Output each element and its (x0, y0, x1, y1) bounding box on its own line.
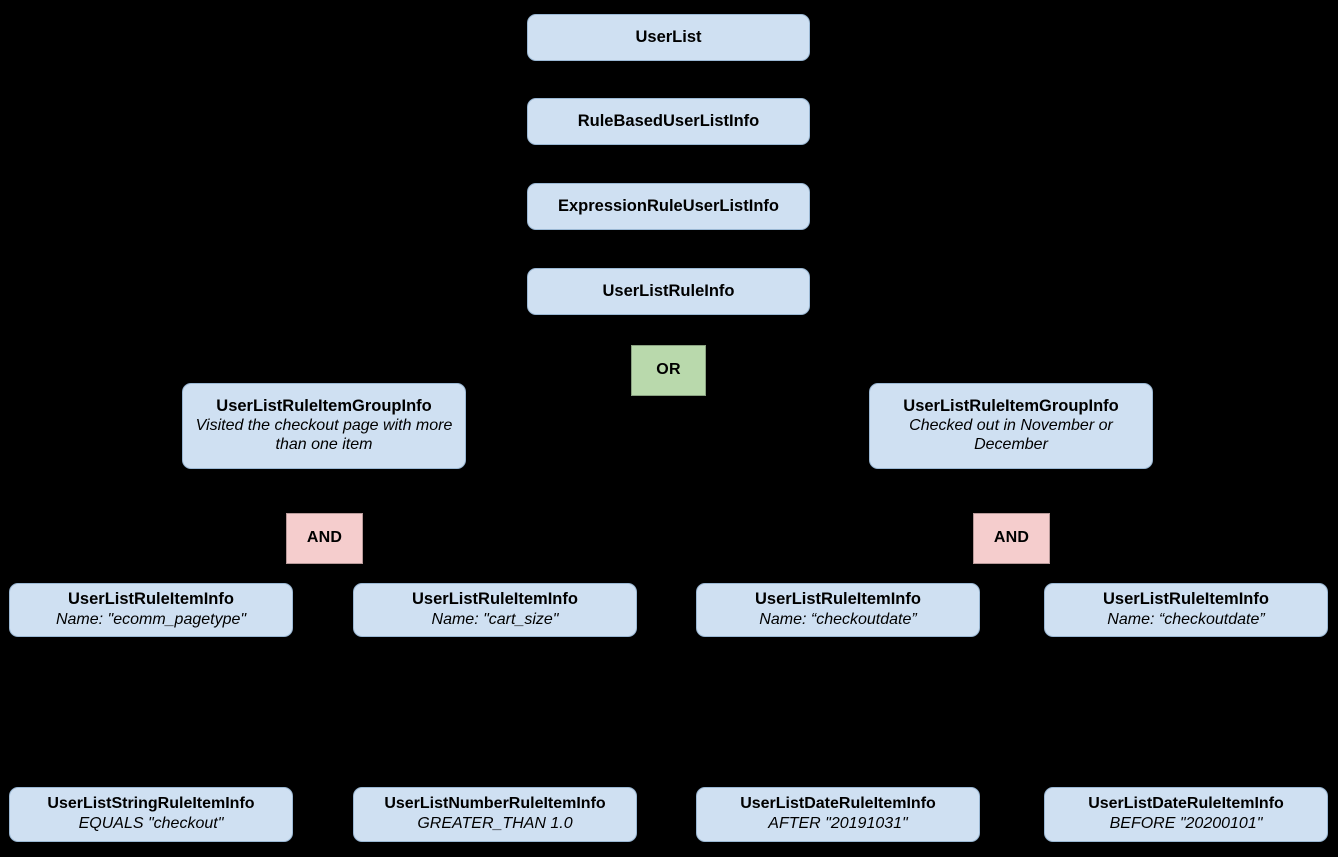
node-subtitle: Name: “checkoutdate” (1107, 610, 1265, 628)
node-subtitle: Name: "cart_size" (431, 610, 559, 628)
node-subtitle: EQUALS "checkout" (78, 815, 224, 832)
node-leaf-string-rule-item-info[interactable]: UserListStringRuleItemInfo EQUALS "check… (9, 787, 293, 842)
node-title: RuleBasedUserListInfo (577, 111, 760, 130)
node-expression-rule-user-list-info[interactable]: ExpressionRuleUserListInfo (527, 183, 810, 230)
node-rule-item-ecomm-pagetype[interactable]: UserListRuleItemInfo Name: "ecomm_pagety… (9, 583, 293, 637)
node-subtitle: Visited the checkout page with more than… (195, 417, 453, 454)
node-leaf-number-rule-item-info[interactable]: UserListNumberRuleItemInfo GREATER_THAN … (353, 787, 637, 842)
node-subtitle: Name: "ecomm_pagetype" (55, 610, 247, 628)
node-user-list-rule-item-group-info-left[interactable]: UserListRuleItemGroupInfo Visited the ch… (182, 383, 466, 469)
node-title: UserList (635, 27, 702, 46)
node-leaf-date-rule-item-info-after[interactable]: UserListDateRuleItemInfo AFTER "20191031… (696, 787, 980, 842)
node-leaf-date-rule-item-info-before[interactable]: UserListDateRuleItemInfo BEFORE "2020010… (1044, 787, 1328, 842)
node-subtitle: BEFORE "20200101" (1109, 815, 1263, 832)
node-subtitle: Checked out in November or December (909, 417, 1113, 454)
node-title: UserListRuleItemInfo (1103, 590, 1269, 609)
operator-label: AND (306, 529, 343, 547)
operator-and-left[interactable]: AND (286, 513, 363, 564)
node-subtitle: AFTER "20191031" (768, 815, 908, 832)
node-subtitle: GREATER_THAN 1.0 (417, 815, 573, 832)
operator-and-right[interactable]: AND (973, 513, 1050, 564)
node-title: UserListRuleItemInfo (755, 590, 921, 609)
operator-label: OR (656, 361, 681, 379)
node-title: UserListStringRuleItemInfo (47, 795, 255, 813)
node-title: UserListRuleItemInfo (412, 590, 578, 609)
node-title: UserListRuleItemInfo (68, 590, 234, 609)
node-title: UserListRuleItemGroupInfo (216, 396, 432, 415)
node-rule-item-checkoutdate-after[interactable]: UserListRuleItemInfo Name: “checkoutdate… (696, 583, 980, 637)
node-user-list[interactable]: UserList (527, 14, 810, 61)
node-title: UserListRuleItemGroupInfo (903, 396, 1119, 415)
node-rule-item-cart-size[interactable]: UserListRuleItemInfo Name: "cart_size" (353, 583, 637, 637)
operator-or[interactable]: OR (631, 345, 706, 396)
node-user-list-rule-item-group-info-right[interactable]: UserListRuleItemGroupInfo Checked out in… (869, 383, 1153, 469)
node-title: UserListDateRuleItemInfo (740, 795, 936, 813)
operator-label: AND (993, 529, 1030, 547)
node-rule-based-user-list-info[interactable]: RuleBasedUserListInfo (527, 98, 810, 145)
node-title: ExpressionRuleUserListInfo (558, 196, 779, 215)
node-title: UserListNumberRuleItemInfo (384, 795, 606, 813)
node-subtitle: Name: “checkoutdate” (759, 610, 917, 628)
node-user-list-rule-info[interactable]: UserListRuleInfo (527, 268, 810, 315)
node-title: UserListDateRuleItemInfo (1088, 795, 1284, 813)
node-rule-item-checkoutdate-before[interactable]: UserListRuleItemInfo Name: “checkoutdate… (1044, 583, 1328, 637)
node-title: UserListRuleInfo (602, 281, 735, 300)
